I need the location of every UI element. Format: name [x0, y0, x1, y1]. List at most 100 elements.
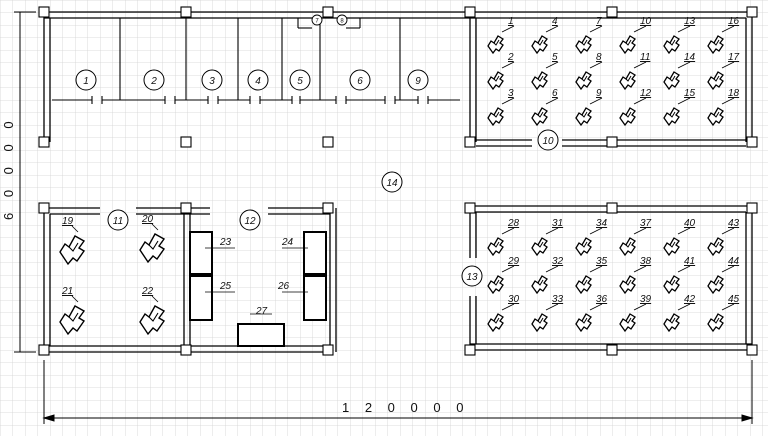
workstation-5: 5 [531, 52, 559, 90]
room-number: 4 [255, 76, 261, 87]
workstation-number: 11 [640, 52, 650, 63]
workstation-number: 8 [596, 52, 602, 63]
workstation-7: 7 [575, 16, 603, 54]
workstation-34: 34 [575, 218, 608, 256]
workstation-number: 36 [596, 294, 608, 305]
workstation-number: 6 [552, 88, 558, 99]
workstation-42: 42 [663, 294, 696, 332]
workstation-number: 18 [728, 88, 740, 99]
furniture-number-23: 23 [219, 237, 232, 248]
workstation-number: 35 [596, 256, 608, 267]
workstation-41: 41 [663, 256, 695, 294]
marker-number: 7 [315, 19, 319, 25]
workstation-number: 28 [507, 218, 520, 229]
room-label-12: 12 [239, 209, 261, 231]
workstation-number: 32 [552, 256, 564, 267]
workstation-number: 4 [552, 16, 558, 27]
room-number: 11 [113, 216, 123, 227]
workstation-number: 21 [61, 286, 73, 297]
workstation-15: 15 [663, 88, 696, 126]
workstation-21: 21 [59, 286, 85, 335]
marker-8: 8 [336, 14, 348, 26]
marker-7: 7 [311, 14, 323, 26]
room-label-10: 10 [537, 129, 559, 151]
workstation-3: 3 [487, 88, 515, 126]
workstation-30: 30 [487, 294, 520, 332]
workstation-number: 17 [728, 52, 740, 63]
room-label-5: 5 [289, 69, 311, 91]
room-label-13: 13 [461, 265, 483, 287]
marker-number: 8 [340, 19, 344, 25]
workstation-number: 42 [684, 294, 696, 305]
room-label-11: 11 [107, 209, 129, 231]
cabinets [189, 231, 327, 347]
workstation-number: 16 [728, 16, 740, 27]
cabinet-leaders [205, 247, 308, 315]
partitions [52, 18, 460, 104]
furniture-number-24: 24 [281, 237, 294, 248]
room-number: 10 [542, 136, 554, 147]
workstation-36: 36 [575, 294, 608, 332]
workstation-14: 14 [663, 52, 696, 90]
room-number: 14 [386, 178, 398, 189]
workstation-10: 10 [619, 16, 652, 54]
workstation-number: 34 [596, 218, 608, 229]
workstation-number: 33 [552, 294, 564, 305]
workstation-number: 12 [640, 88, 652, 99]
workstation-6: 6 [531, 88, 559, 126]
workstation-16: 16 [707, 16, 740, 54]
workstation-number: 38 [640, 256, 652, 267]
workstation-8: 8 [575, 52, 603, 90]
workstation-20: 20 [139, 214, 165, 263]
workstation-33: 33 [531, 294, 564, 332]
room-label-4: 4 [247, 69, 269, 91]
workstation-number: 10 [640, 16, 652, 27]
room-label-6: 6 [349, 69, 371, 91]
workstation-number: 37 [640, 218, 652, 229]
room-label-14: 14 [381, 171, 403, 193]
workstation-11: 11 [619, 52, 650, 90]
workstation-22: 22 [139, 286, 165, 335]
room-label-9: 9 [407, 69, 429, 91]
workstation-number: 3 [508, 88, 514, 99]
workstation-number: 1 [508, 16, 514, 27]
workstation-18: 18 [707, 88, 740, 126]
workstation-37: 37 [619, 218, 652, 256]
room-number: 6 [357, 76, 363, 87]
workstation-number: 2 [507, 52, 514, 63]
workstation-2: 2 [487, 52, 515, 90]
workstation-1: 1 [487, 16, 515, 54]
workstation-35: 35 [575, 256, 608, 294]
workstation-number: 29 [507, 256, 520, 267]
workstation-number: 31 [552, 218, 563, 229]
workstation-number: 14 [684, 52, 696, 63]
width-dimension-label: 1 2 0 0 0 0 [342, 400, 469, 415]
workstation-number: 41 [684, 256, 695, 267]
height-dimension-label: 6 0 0 0 0 [1, 115, 16, 220]
workstation-number: 43 [728, 218, 740, 229]
workstation-number: 22 [141, 286, 154, 297]
room-label-2: 2 [143, 69, 165, 91]
workstation-29: 29 [487, 256, 520, 294]
room-number: 5 [297, 76, 303, 87]
workstation-number: 5 [552, 52, 558, 63]
workstations: 1234567891011121314151617182829303132333… [59, 16, 740, 335]
workstation-number: 30 [508, 294, 520, 305]
workstation-43: 43 [707, 218, 740, 256]
workstation-9: 9 [575, 88, 603, 126]
workstation-32: 32 [531, 256, 564, 294]
workstation-number: 13 [684, 16, 696, 27]
workstation-44: 44 [707, 256, 740, 294]
workstation-28: 28 [487, 218, 520, 256]
workstation-39: 39 [619, 294, 652, 332]
workstation-number: 40 [684, 218, 696, 229]
room-label-1: 1 [75, 69, 97, 91]
workstation-17: 17 [707, 52, 740, 90]
furniture-number-26: 26 [277, 281, 290, 292]
furniture-number-25: 25 [219, 281, 232, 292]
workstation-38: 38 [619, 256, 652, 294]
